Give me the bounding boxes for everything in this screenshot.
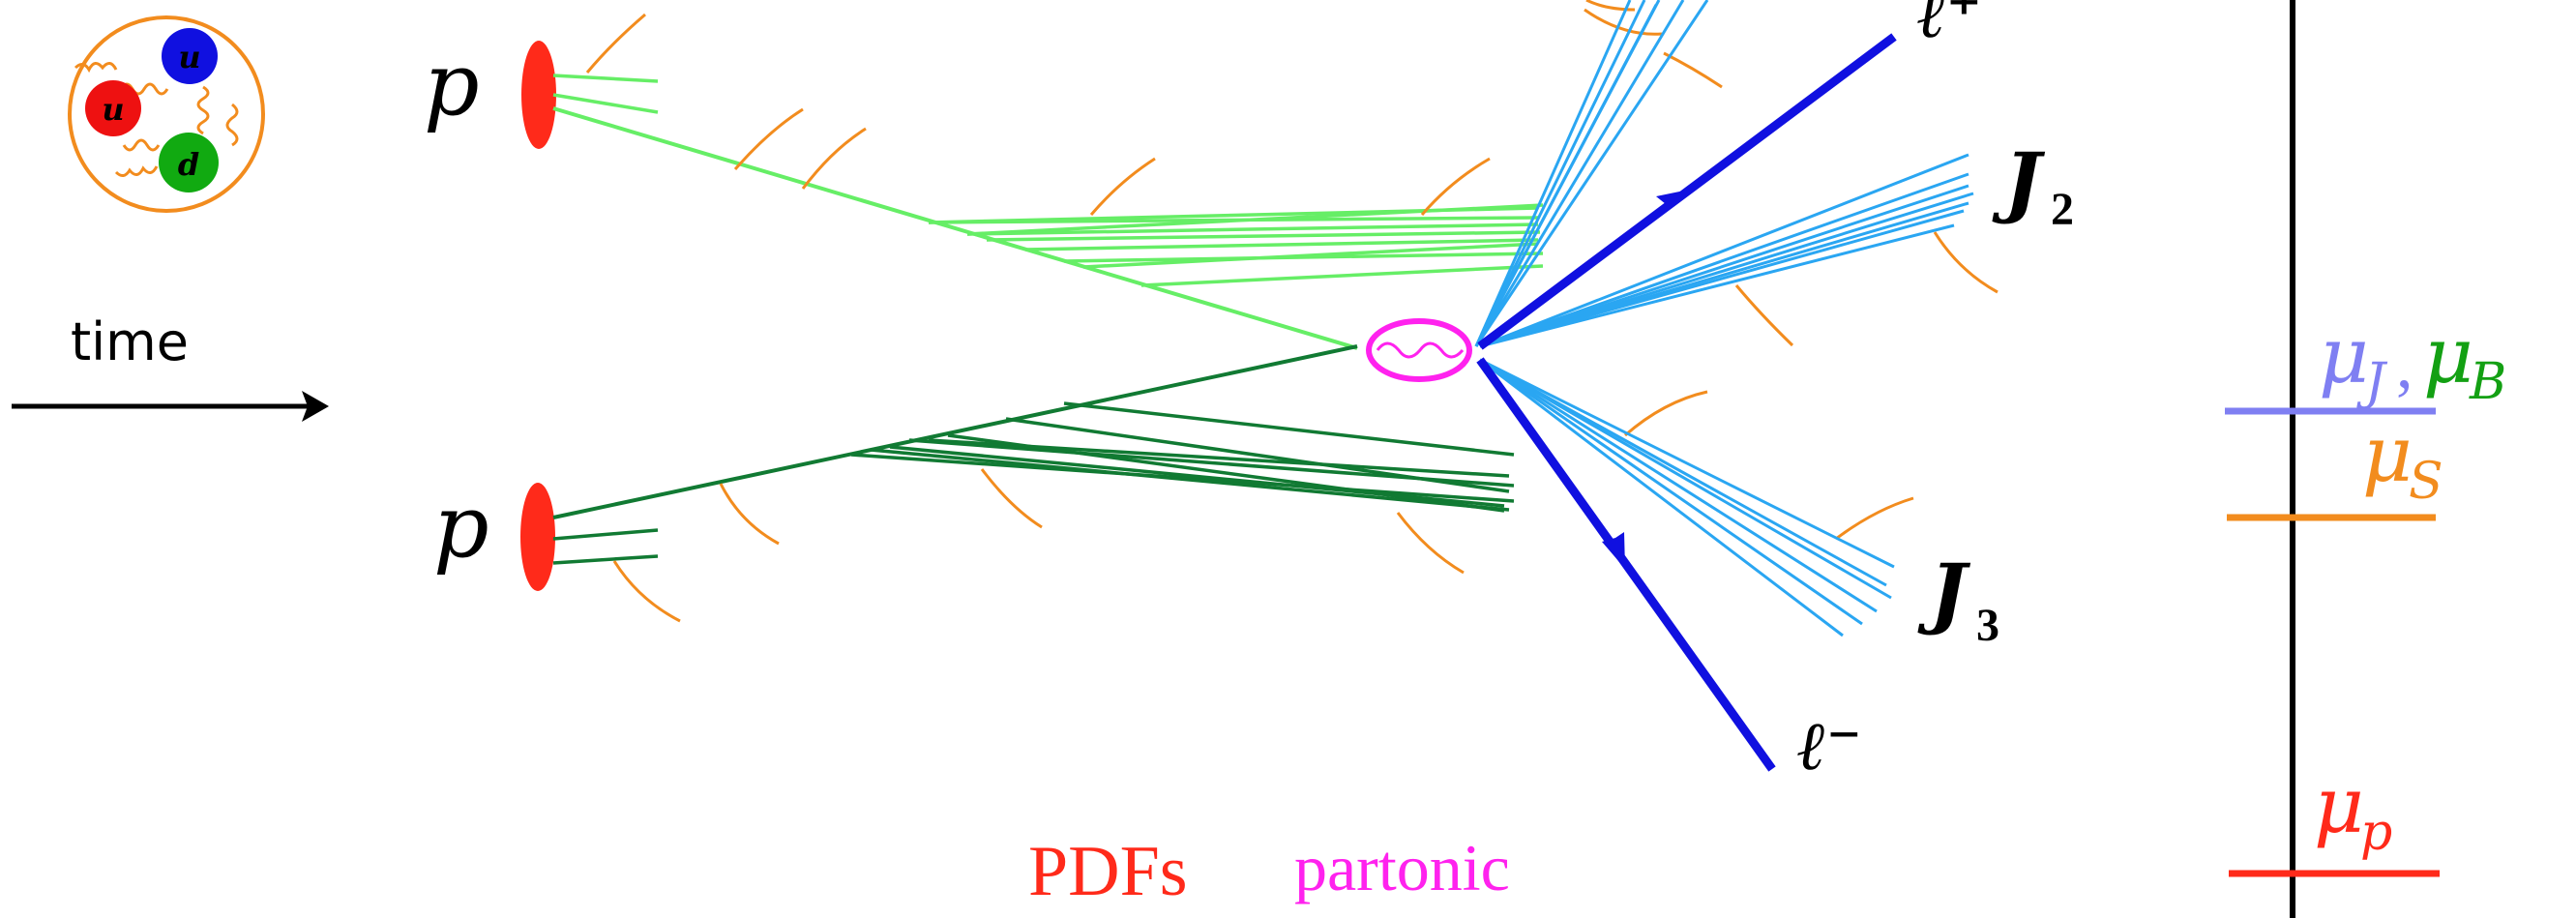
incoming-parton-top [552, 106, 1358, 350]
proton-top: p [424, 34, 556, 149]
svg-text:B: B [2469, 353, 2506, 411]
lepton-minus-line [1476, 357, 1776, 772]
pdfs-label: PDFs [1028, 832, 1188, 911]
gluon-line [74, 62, 118, 74]
incoming-parton-bottom [552, 344, 1358, 519]
jet-3-label: J 3 [1917, 547, 1999, 651]
svg-text:ℓ⁻: ℓ⁻ [1797, 705, 1862, 785]
quark-u-label: u [102, 91, 124, 128]
svg-text:μ: μ [2319, 311, 2369, 400]
lepton-minus-arrow [1602, 532, 1625, 569]
beam-remnant-top [552, 74, 659, 114]
svg-text:2: 2 [2051, 184, 2074, 235]
svg-text:3: 3 [1976, 600, 1999, 651]
svg-text:p: p [2360, 804, 2392, 862]
gluon-line [122, 138, 161, 152]
gluon-line [196, 85, 210, 135]
lepton-plus-label: ℓ⁺ [1917, 0, 1982, 53]
gluon-line [225, 103, 239, 147]
gluon-line [119, 82, 169, 96]
quark-d-label: d [178, 146, 199, 183]
initial-state-radiation-bottom [850, 401, 1515, 513]
svg-text:S: S [2409, 453, 2443, 511]
svg-text:J: J [1917, 547, 1971, 637]
partonic-label: partonic [1294, 831, 1510, 904]
scale-label-mu-p: μ p [2314, 760, 2392, 862]
jet-2-label: J 2 [1992, 135, 2074, 235]
initial-state-radiation-top [928, 203, 1544, 287]
time-label: time [71, 311, 189, 372]
proton-boundary [68, 15, 265, 213]
svg-text:J: J [1992, 135, 2046, 226]
scale-label-mu-j-mu-b: μ J , μ B [2319, 311, 2506, 411]
time-arrow-head [302, 391, 329, 422]
time-arrow: time [12, 311, 329, 422]
svg-text:ℓ⁺: ℓ⁺ [1917, 0, 1982, 53]
proton-inset: u u d [68, 15, 265, 213]
jet-3 [1479, 358, 1895, 637]
hard-scatter-blob [1366, 318, 1472, 382]
gluon-line [114, 165, 159, 177]
svg-text:μ: μ [2314, 760, 2364, 850]
beam-remnant-bottom [552, 528, 659, 565]
proton-bottom-label: p [433, 476, 489, 577]
scale-label-mu-s: μ S [2362, 409, 2443, 511]
lepton-minus [1476, 357, 1776, 772]
quark-u-blue [162, 28, 218, 84]
quark-u-red [85, 80, 141, 136]
jet-1 [1474, 0, 1709, 347]
lepton-plus-arrow [1656, 190, 1689, 208]
partonic-vertex [1366, 318, 1472, 382]
proton-top-label: p [424, 34, 480, 135]
quark-u-label: u [178, 39, 200, 75]
svg-text:μ: μ [2362, 409, 2413, 499]
lepton-minus-label: ℓ⁻ [1797, 705, 1862, 785]
proton-bottom: p [433, 476, 555, 591]
lepton-plus [1477, 33, 1897, 350]
proton-bottom-blob [520, 483, 555, 591]
hard-scatter-wave [1376, 341, 1465, 359]
jet-2 [1479, 153, 1974, 348]
svg-text:μ: μ [2423, 311, 2473, 400]
svg-text:,: , [2396, 328, 2413, 402]
soft-radiation [585, 0, 1999, 623]
quark-d-green [159, 133, 219, 192]
proton-top-blob [521, 41, 556, 149]
